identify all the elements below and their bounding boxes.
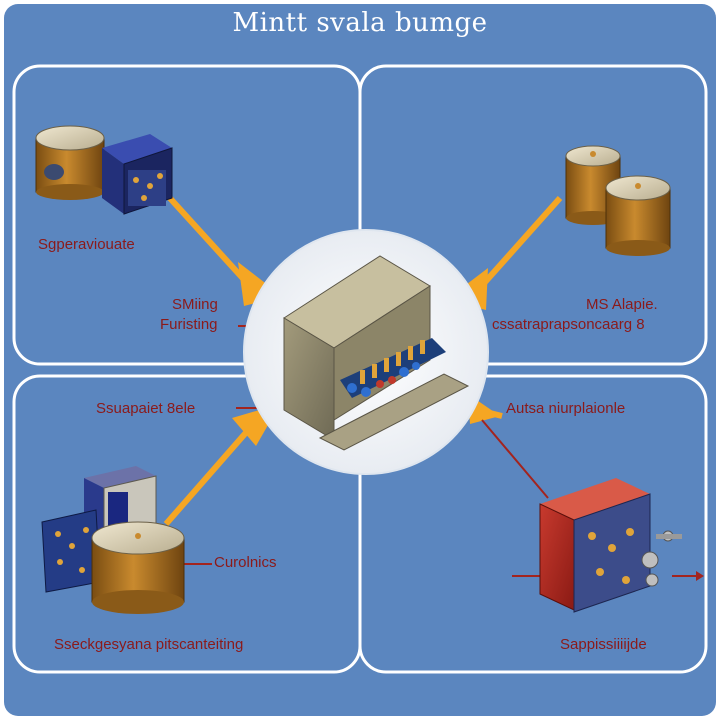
label-center-left-2: Furisting [160,316,218,333]
label-center-right-2: cssatraprapsoncaarg 8 [492,316,645,333]
central-device [283,255,470,451]
diagram-title: Mintt svala bumge [232,8,488,38]
quadrant-frames [12,64,708,674]
label-bottom-right: Sappissiiiijde [560,636,647,653]
label-mid-right: Autsa niurplaionle [506,400,626,417]
label-center-left-1: SMiing [172,296,218,313]
device-bottom-left [41,466,185,614]
panel-top-right [358,64,708,366]
device-top-left [35,125,173,215]
label-top-left: Sgperaviouate [38,236,135,253]
device-bottom-right [539,478,682,613]
label-center-right-1: MS Alapie. [586,296,658,313]
label-bottom-left: Sseckgesyana pitscanteiting [54,636,244,653]
label-bottom-left-small: Curolnics [214,554,277,571]
label-mid-left: Ssuapaiet 8ele [96,400,196,417]
panel-bottom-right [358,374,708,674]
device-top-right [565,145,671,256]
